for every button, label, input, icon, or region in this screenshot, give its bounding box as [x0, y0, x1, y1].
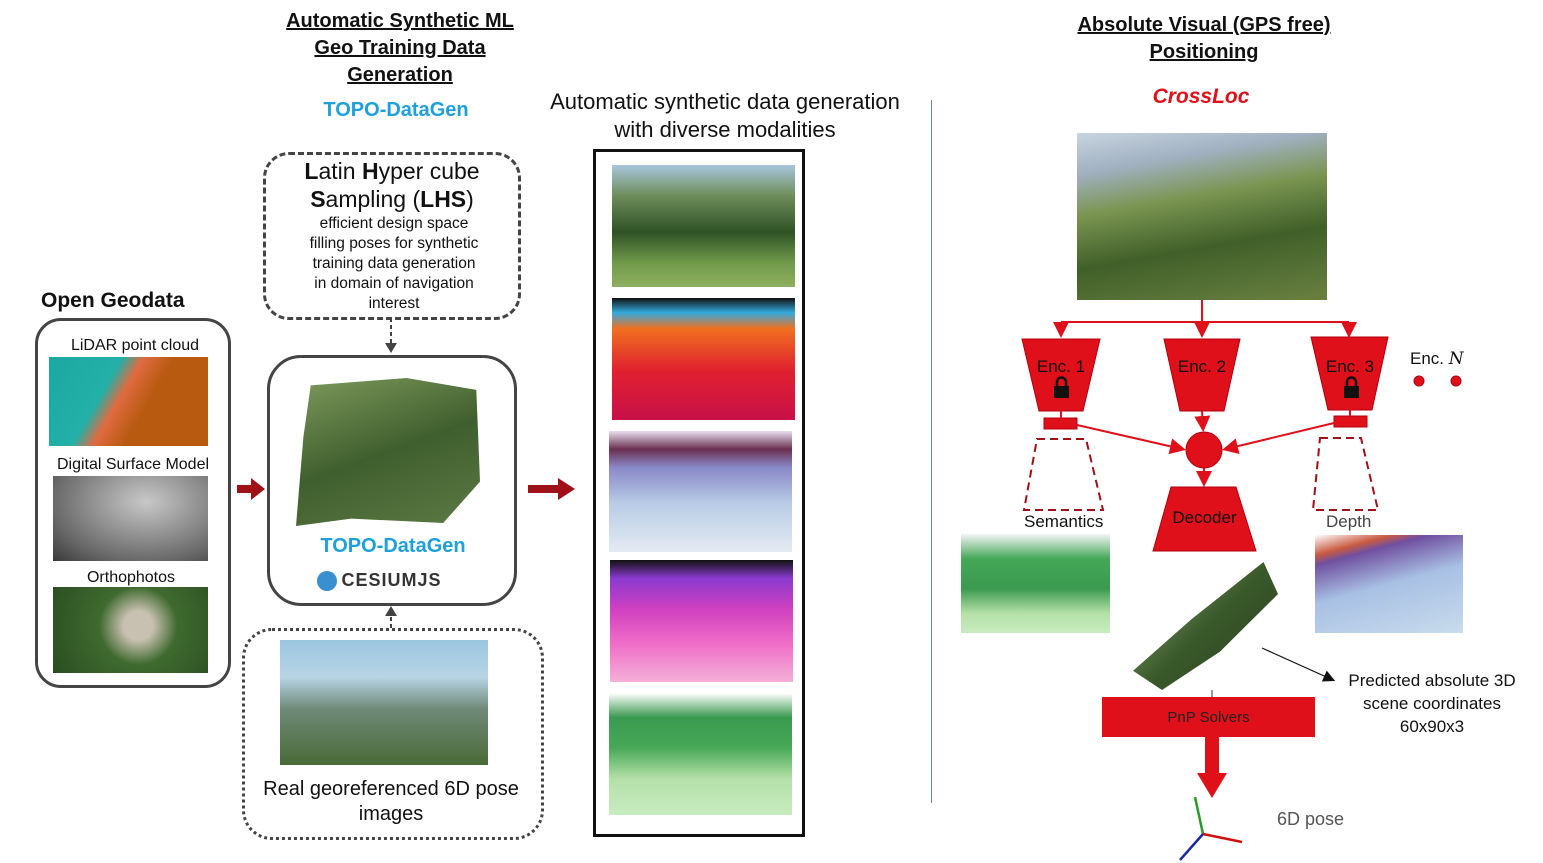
- geodata-arrow: [237, 478, 265, 500]
- semantics-decoder-dashed: [1022, 438, 1105, 511]
- real-image: [280, 640, 488, 765]
- cesium-text: CESIUMJS: [341, 570, 442, 590]
- semantics-label: Semantics: [1024, 512, 1104, 531]
- lhs-s: S: [310, 186, 326, 212]
- orthophotos-label: Orthophotos: [86, 569, 176, 586]
- encoder-n-label: Enc. N: [1410, 349, 1464, 369]
- lhs-text: atin: [318, 158, 362, 184]
- decoder-label: Decoder: [1172, 508, 1237, 527]
- right-title: Absolute Visual (GPS free) Positioning: [1054, 12, 1354, 66]
- dsm-label: Digital Surface Model: [56, 456, 210, 473]
- encoder-3-label: Enc. 3: [1325, 357, 1375, 376]
- rgb-render-image: [612, 165, 795, 287]
- lhs-desc-line: interest: [368, 295, 420, 312]
- output-arrow: [528, 478, 575, 500]
- encoder-1-label: Enc. 1: [1036, 357, 1086, 376]
- semantics-prediction-image: [961, 534, 1110, 633]
- lhs-text: yper cube: [378, 158, 480, 184]
- predicted-line: 60x90x3: [1399, 717, 1465, 736]
- terrain-3d-image: [296, 378, 480, 526]
- fusion-node: [1185, 431, 1223, 469]
- lock-icon: [1344, 376, 1359, 398]
- lhs-l: L: [304, 158, 319, 184]
- encoder-2: [1163, 338, 1241, 412]
- middle-title: Automatic synthetic data generation with…: [525, 88, 925, 144]
- topo-engine-box: [267, 355, 517, 606]
- lhs-arrow: [385, 318, 397, 353]
- pnp-label: PnP Solvers: [1167, 709, 1250, 726]
- real-images-line: Real georeferenced 6D pose: [263, 778, 519, 800]
- input-branch-lines: [1053, 300, 1357, 338]
- lhs-title: Latin Hyper cube Sampling (LHS): [266, 157, 518, 213]
- lhs-text: ampling (: [325, 186, 421, 212]
- pnp-box: [1102, 697, 1315, 737]
- normal-render-image: [610, 560, 793, 682]
- engine-label: TOPO-DataGen: [320, 535, 466, 557]
- lhs-abbrev: LHS: [420, 186, 467, 212]
- orthophotos-image: [53, 587, 208, 673]
- cesium-logo: CESIUMJS: [317, 570, 477, 592]
- lock-icon: [1054, 376, 1069, 398]
- left-title: Automatic Synthetic ML Geo Training Data…: [250, 8, 550, 89]
- right-title-line: Positioning: [1149, 41, 1259, 63]
- real-images-line: images: [358, 803, 424, 825]
- enc-n-dot: [1450, 375, 1462, 387]
- fusion-arrows: [1060, 410, 1351, 487]
- enc-n-var: N: [1448, 349, 1464, 369]
- depth-prediction-image: [1315, 535, 1463, 633]
- encoder-2-label: Enc. 2: [1177, 357, 1227, 376]
- middle-title-line: Automatic synthetic data generation: [550, 89, 900, 114]
- real-images-label: Real georeferenced 6D pose images: [245, 777, 537, 827]
- lhs-desc-line: in domain of navigation: [314, 275, 474, 292]
- pointer-arrow: [1261, 647, 1336, 682]
- section-divider: [931, 100, 932, 803]
- depth-decoder-dashed: [1311, 437, 1380, 511]
- lhs-description: efficient design space filling poses for…: [266, 214, 522, 314]
- latent-1: [1043, 417, 1078, 430]
- topo-datagen-brand: TOPO-DataGen: [323, 99, 469, 121]
- decoder-block: [1152, 486, 1257, 552]
- middle-title-line: with diverse modalities: [614, 117, 836, 142]
- lhs-text: ): [466, 186, 474, 212]
- lhs-desc-line: training data generation: [312, 255, 476, 272]
- latent-3: [1333, 415, 1368, 428]
- encoder-1: [1021, 338, 1101, 412]
- real-images-arrow: [385, 606, 397, 628]
- lhs-desc-line: filling poses for synthetic: [309, 235, 479, 252]
- lhs-h: H: [361, 158, 379, 184]
- predicted-coordinates-label: Predicted absolute 3D scene coordinates …: [1332, 669, 1532, 738]
- query-image: [1077, 133, 1327, 300]
- right-title-line: Absolute Visual (GPS free): [1077, 14, 1331, 36]
- predicted-line: Predicted absolute 3D: [1348, 671, 1516, 690]
- lidar-image: [49, 357, 208, 446]
- pose-arrow: [1197, 737, 1227, 798]
- cesium-icon: [317, 570, 337, 591]
- open-geodata-title: Open Geodata: [41, 289, 185, 312]
- lidar-label: LiDAR point cloud: [70, 337, 200, 354]
- modalities-box: [593, 149, 805, 837]
- pose-label: 6D pose: [1277, 809, 1345, 829]
- left-title-line: Automatic Synthetic ML: [286, 10, 514, 32]
- depth-label: Depth: [1326, 512, 1372, 531]
- lhs-desc-line: efficient design space: [319, 215, 469, 232]
- dsm-image: [53, 476, 208, 561]
- left-title-line: Generation: [347, 64, 453, 86]
- semantics-render-image: [609, 693, 792, 815]
- pose-axes-icon: [1179, 796, 1243, 861]
- crossloc-brand: CrossLoc: [1152, 85, 1250, 108]
- encoder-3: [1310, 336, 1389, 411]
- enc-n-dot: [1413, 375, 1425, 387]
- left-title-line: Geo Training Data: [314, 37, 486, 59]
- scene-coordinates-image: [612, 298, 795, 420]
- real-images-box: [242, 628, 544, 840]
- enc-n-prefix: Enc.: [1410, 349, 1449, 368]
- depth-render-image: [609, 431, 792, 552]
- open-geodata-box: [35, 318, 231, 688]
- predicted-line: scene coordinates: [1363, 694, 1501, 713]
